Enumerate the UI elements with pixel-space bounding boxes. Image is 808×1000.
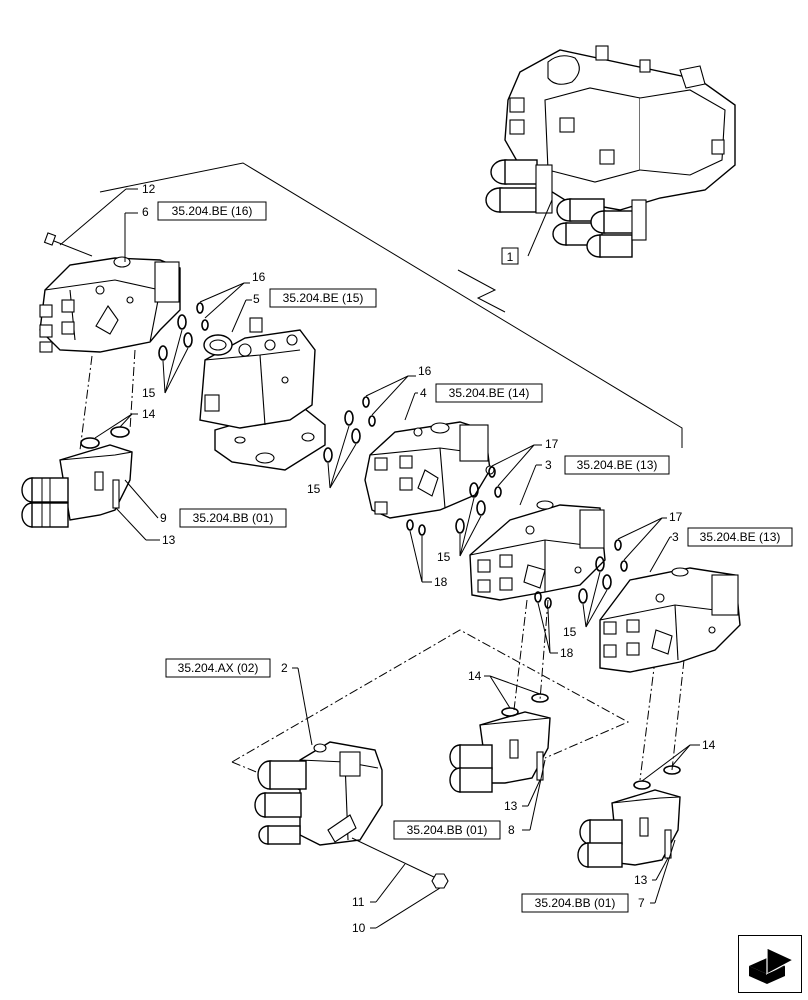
callout-6: 6 <box>142 205 149 219</box>
coupler-block-9 <box>21 426 133 528</box>
callout-17a: 17 <box>545 437 559 451</box>
callout-1: 1 <box>507 250 514 264</box>
callout-15a: 15 <box>142 386 156 400</box>
ref-box-3b <box>687 527 793 547</box>
callout-5: 5 <box>253 292 260 306</box>
callout-13c: 13 <box>634 873 648 887</box>
ref-box-2 <box>165 658 271 678</box>
ref-8: 35.204.BB (01) <box>407 823 488 837</box>
ref-4: 35.204.BE (14) <box>449 386 530 400</box>
callout-15b: 15 <box>307 482 321 496</box>
callout-8: 8 <box>508 823 515 837</box>
guide-lines <box>79 162 685 791</box>
ref-box-5 <box>269 288 377 308</box>
ref-box-6 <box>157 201 267 221</box>
callout-14c: 14 <box>702 738 716 752</box>
callout-18a: 18 <box>434 575 448 589</box>
callout-16b: 16 <box>418 364 432 378</box>
o-rings-3b <box>578 539 628 604</box>
ref-box-7 <box>521 893 629 913</box>
callout-4: 4 <box>420 386 427 400</box>
ref-2: 35.204.AX (02) <box>178 661 259 675</box>
coupler-block-8 <box>449 693 551 793</box>
ref-6: 35.204.BE (16) <box>172 204 253 218</box>
valve-section-6 <box>39 256 181 353</box>
ref-3a: 35.204.BE (13) <box>577 458 658 472</box>
callout-12: 12 <box>142 182 156 196</box>
tie-rod-11 <box>351 837 449 889</box>
callout-13a: 13 <box>162 533 176 547</box>
o-rings-3a <box>455 466 552 609</box>
ref-7: 35.204.BB (01) <box>535 896 616 910</box>
valve-assembly-1 <box>485 45 736 258</box>
callout-14b: 14 <box>468 669 482 683</box>
ref-5: 35.204.BE (15) <box>283 291 364 305</box>
o-rings-4 <box>323 396 426 536</box>
valve-section-5 <box>199 317 326 471</box>
callout-10: 10 <box>352 921 366 935</box>
callout-3a: 3 <box>545 458 552 472</box>
valve-section-3a <box>469 500 606 601</box>
bolt-12 <box>43 232 93 257</box>
valve-section-4 <box>364 421 495 519</box>
ref-box-4 <box>435 383 543 403</box>
inlet-module-2 <box>254 741 383 846</box>
callout-9: 9 <box>160 511 167 525</box>
ref-box-8 <box>393 820 501 840</box>
callout-13b: 13 <box>504 799 518 813</box>
valve-section-3b <box>599 567 741 673</box>
callout-14a: 14 <box>142 407 156 421</box>
callout-17b: 17 <box>669 510 683 524</box>
callout-11: 11 <box>352 895 365 909</box>
ref-box-3a <box>564 455 670 475</box>
callout-box-1 <box>501 247 519 265</box>
o-rings-5 <box>158 302 209 361</box>
callout-15d: 15 <box>563 625 577 639</box>
coupler-block-7 <box>577 765 681 868</box>
callout-16a: 16 <box>252 270 266 284</box>
ref-9: 35.204.BB (01) <box>193 511 274 525</box>
callout-2: 2 <box>281 661 288 675</box>
next-page-arrow-icon[interactable] <box>738 935 802 993</box>
callout-18b: 18 <box>560 646 574 660</box>
callout-3b: 3 <box>672 530 679 544</box>
ref-box-9 <box>179 508 287 528</box>
callout-15c: 15 <box>437 550 451 564</box>
callout-7: 7 <box>638 896 645 910</box>
ref-3b: 35.204.BE (13) <box>700 530 781 544</box>
